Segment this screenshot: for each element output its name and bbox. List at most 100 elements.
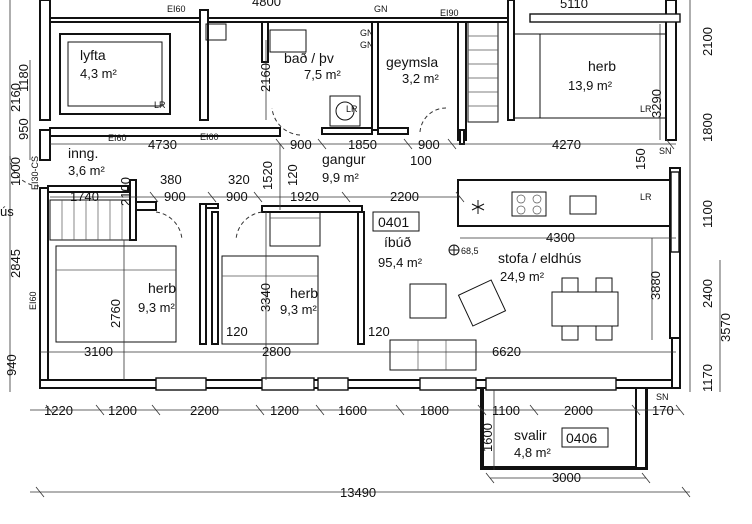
window [485, 377, 617, 391]
dim-900: 900 [290, 137, 312, 152]
window [155, 377, 207, 391]
room-labels: lyfta 4,3 m² bað / þv 7,5 m² geymsla 3,2… [68, 47, 616, 460]
balcony-number: 0406 [566, 430, 597, 446]
dim-1000: 1000 [8, 157, 23, 186]
marker-ei60: EI60 [28, 291, 38, 310]
marker-gn: GN [360, 40, 374, 50]
marker-sn: SN [659, 146, 672, 156]
dim-950: 950 [16, 118, 31, 140]
dim-1800: 1800 [700, 113, 715, 142]
room-name-lyfta: lyfta [80, 47, 106, 63]
dim-2160: 2160 [258, 63, 273, 92]
elevator-shaft [59, 33, 171, 115]
wall [199, 9, 209, 121]
dim-900: 900 [226, 189, 248, 204]
wall [507, 0, 515, 121]
wall [261, 21, 269, 63]
dim-1100: 1100 [700, 200, 715, 228]
wall [199, 203, 207, 345]
dim-fragment-4800: 4800 [252, 0, 281, 9]
shaft-box [205, 23, 227, 41]
wall [135, 201, 157, 211]
dim-2000: 2000 [564, 403, 593, 418]
marker-sn: SN [656, 392, 669, 402]
window [261, 377, 315, 391]
dim-13490: 13490 [340, 485, 376, 500]
dimension-texts: 4730 900 1850 900 4270 100 1740 900 900 … [0, 0, 733, 500]
dim-1600: 1600 [480, 423, 495, 452]
wall [665, 0, 677, 141]
wall [39, 187, 49, 389]
room-name-svalir: svalir [514, 427, 547, 443]
marker-lr: LR [640, 192, 652, 202]
chair [561, 277, 579, 293]
dim-2100: 2100 [118, 177, 133, 206]
dim-1740: 1740 [70, 189, 99, 204]
marker-lr: LR [346, 104, 358, 114]
marker-lr: LR [154, 100, 166, 110]
marker-ei60: EI60 [108, 133, 127, 143]
room-name-gangur: gangur [322, 151, 366, 167]
door-swing [419, 107, 447, 133]
room-name-herb-w: herb [148, 280, 176, 296]
room-area-ibud: 95,4 m² [378, 255, 423, 270]
door-swing [235, 211, 263, 241]
dim-3100: 3100 [84, 344, 113, 359]
stair-entrance [49, 199, 131, 241]
wall [205, 203, 219, 209]
dim-120: 120 [226, 324, 248, 339]
level-value: 68,5 [461, 246, 479, 256]
dim-fragment-us: ús [0, 204, 14, 219]
apartment-number: 0401 [378, 214, 409, 230]
room-name-stofa: stofa / eldhús [498, 250, 581, 266]
wall [635, 383, 647, 469]
wall [47, 185, 129, 193]
window [419, 377, 477, 391]
apartment-number-box [372, 211, 420, 232]
dim-1180: 1180 [16, 64, 31, 92]
dim-3290: 3290 [649, 89, 664, 118]
dim-120: 120 [368, 324, 390, 339]
door-swing [155, 211, 183, 241]
window [317, 377, 349, 391]
dim-4300: 4300 [546, 230, 575, 245]
dining-table [551, 291, 619, 327]
marker-ei60: EI60 [200, 132, 219, 142]
dim-1850: 1850 [348, 137, 377, 152]
dim-2100: 2100 [700, 27, 715, 56]
wall [671, 337, 681, 389]
window [529, 13, 681, 23]
dim-1520: 1520 [260, 161, 275, 190]
marker-ei90: EI90 [440, 8, 459, 18]
wardrobe [269, 211, 321, 247]
wall [357, 211, 365, 345]
dim-3340: 3340 [258, 283, 273, 312]
markers: LR LR LR LR GN GN GN EI60 EI60 EI60 EI60… [28, 0, 672, 402]
dim-3570: 3570 [718, 313, 733, 342]
cooktop [511, 191, 547, 217]
marker-gn: GN [374, 4, 388, 14]
dim-2200: 2200 [190, 403, 219, 418]
elevator-car [67, 41, 163, 107]
wall [39, 0, 51, 121]
kitchen-counter [457, 179, 671, 227]
room-name-inng: inng. [68, 145, 98, 161]
washer [329, 95, 361, 127]
star-icon [471, 200, 485, 214]
room-area-bad: 7,5 m² [304, 67, 342, 82]
room-name-geymsla: geymsla [386, 54, 438, 70]
dim-1100: 1100 [492, 403, 520, 418]
dim-1200: 1200 [108, 403, 137, 418]
armchair [457, 279, 507, 327]
room-area-stofa: 24,9 m² [500, 269, 545, 284]
balcony-number-box [561, 427, 609, 448]
dim-150: 150 [633, 148, 648, 170]
room-name-bad: bað / þv [284, 50, 334, 66]
dim-1200: 1200 [270, 403, 299, 418]
room-area-geymsla: 3,2 m² [402, 71, 440, 86]
dim-6620: 6620 [492, 344, 521, 359]
dim-2845: 2845 [8, 249, 23, 278]
dimension-ticks [35, 138, 691, 498]
dim-320: 320 [228, 172, 250, 187]
